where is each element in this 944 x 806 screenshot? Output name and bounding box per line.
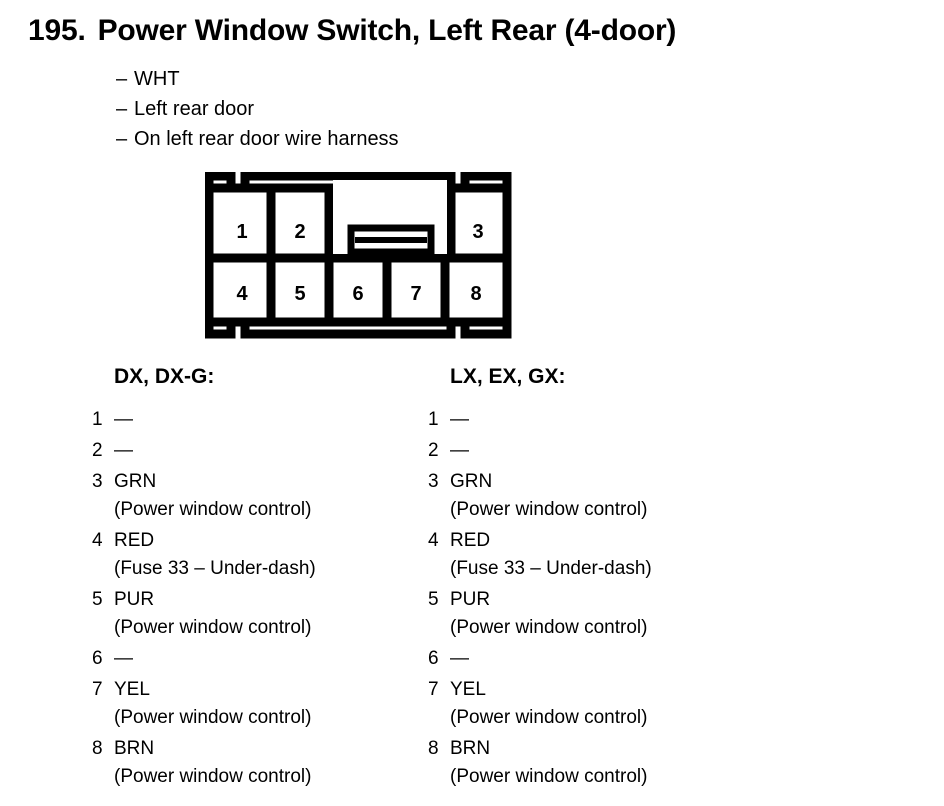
pin-index: 5 [428, 589, 439, 610]
connector-pin-label-3: 3 [472, 221, 483, 243]
pin-index: 7 [92, 679, 103, 700]
bullet-dash-icon: – [116, 98, 128, 120]
pin-index: 3 [92, 471, 103, 492]
pin-row: 7 YEL (Power window control) [428, 676, 652, 732]
bullet-item-wire-color: –WHT [116, 64, 399, 94]
pin-description: (Power window control) [450, 707, 648, 728]
pin-index: 4 [428, 530, 439, 551]
pin-signal: — [114, 648, 133, 669]
connector-pin-label-6: 6 [352, 283, 363, 305]
page-title: 195. Power Window Switch, Left Rear (4-do… [28, 14, 676, 48]
bullet-text: WHT [134, 68, 180, 90]
pin-signal: — [114, 409, 133, 430]
pin-signal: BRN [114, 738, 155, 759]
pin-row: 7 YEL (Power window control) [92, 676, 316, 732]
pin-row: 6 — [428, 645, 652, 673]
pin-row: 2 — [428, 437, 652, 465]
pin-index: 6 [428, 648, 439, 669]
header-bullet-list: –WHT –Left rear door –On left rear door … [116, 64, 399, 154]
pin-row: 4 RED (Fuse 33 – Under-dash) [428, 527, 652, 583]
pin-index: 1 [428, 409, 439, 430]
section-title-text: Power Window Switch, Left Rear (4-door) [97, 14, 677, 47]
pin-signal: GRN [114, 471, 157, 492]
pin-description: (Power window control) [450, 499, 648, 520]
pin-description: (Power window control) [450, 766, 648, 787]
connector-pin-label-8: 8 [470, 283, 481, 305]
pin-signal: — [114, 440, 133, 461]
section-number: 195. [28, 14, 86, 47]
pin-row: 4 RED (Fuse 33 – Under-dash) [92, 527, 316, 583]
pin-index: 6 [92, 648, 103, 669]
pin-row: 3 GRN (Power window control) [92, 468, 316, 524]
bullet-text: Left rear door [134, 98, 255, 120]
pin-row: 1 — [428, 406, 652, 434]
pin-row: 5 PUR (Power window control) [428, 586, 652, 642]
pin-row: 8 BRN (Power window control) [92, 735, 316, 791]
pin-description: (Fuse 33 – Under-dash) [450, 558, 652, 579]
pin-description: (Power window control) [114, 766, 312, 787]
pin-signal: — [450, 648, 469, 669]
pin-index: 2 [428, 440, 439, 461]
pin-index: 7 [428, 679, 439, 700]
pin-signal: YEL [114, 679, 150, 700]
latch-tab-icon [347, 224, 435, 256]
bullet-text: On left rear door wire harness [134, 128, 399, 150]
pin-signal: PUR [450, 589, 491, 610]
pin-index: 3 [428, 471, 439, 492]
pin-description: (Power window control) [450, 617, 648, 638]
pin-signal: — [450, 409, 469, 430]
pin-list-lx: LX, EX, GX: 1 — 2 — 3 GRN (Power window … [428, 366, 652, 794]
pin-row: 5 PUR (Power window control) [92, 586, 316, 642]
pin-signal: GRN [450, 471, 493, 492]
pin-signal: RED [450, 530, 491, 551]
connector-pin-label-4: 4 [236, 283, 248, 305]
pin-list-lx-header: LX, EX, GX: [450, 365, 566, 388]
bullet-item-location: –Left rear door [116, 94, 399, 124]
bullet-dash-icon: – [116, 68, 128, 90]
pin-row: 2 — [92, 437, 316, 465]
connector-pin-label-7: 7 [410, 283, 421, 305]
pin-index: 1 [92, 409, 103, 430]
connector-diagram: 1 2 3 4 5 6 7 8 [205, 172, 525, 347]
pin-signal: YEL [450, 679, 486, 700]
pin-index: 5 [92, 589, 103, 610]
bullet-dash-icon: – [116, 128, 128, 150]
pin-index: 4 [92, 530, 103, 551]
pin-row: 8 BRN (Power window control) [428, 735, 652, 791]
connector-pin-label-5: 5 [294, 283, 305, 305]
pin-description: (Fuse 33 – Under-dash) [114, 558, 316, 579]
pin-index: 8 [92, 738, 103, 759]
pin-description: (Power window control) [114, 499, 312, 520]
pin-row: 6 — [92, 645, 316, 673]
pin-description: (Power window control) [114, 617, 312, 638]
connector-pin-label-1: 1 [236, 221, 247, 243]
pin-signal: PUR [114, 589, 155, 610]
pin-signal: RED [114, 530, 155, 551]
pin-signal: — [450, 440, 469, 461]
bullet-item-harness: –On left rear door wire harness [116, 124, 399, 154]
pin-list-dx: DX, DX-G: 1 — 2 — 3 GRN (Power window co… [92, 366, 316, 794]
pin-signal: BRN [450, 738, 491, 759]
pin-description: (Power window control) [114, 707, 312, 728]
pin-row: 3 GRN (Power window control) [428, 468, 652, 524]
pin-index: 2 [92, 440, 103, 461]
pin-row: 1 — [92, 406, 316, 434]
connector-pin-label-2: 2 [294, 221, 305, 243]
pin-list-dx-header: DX, DX-G: [114, 365, 215, 388]
pin-index: 8 [428, 738, 439, 759]
